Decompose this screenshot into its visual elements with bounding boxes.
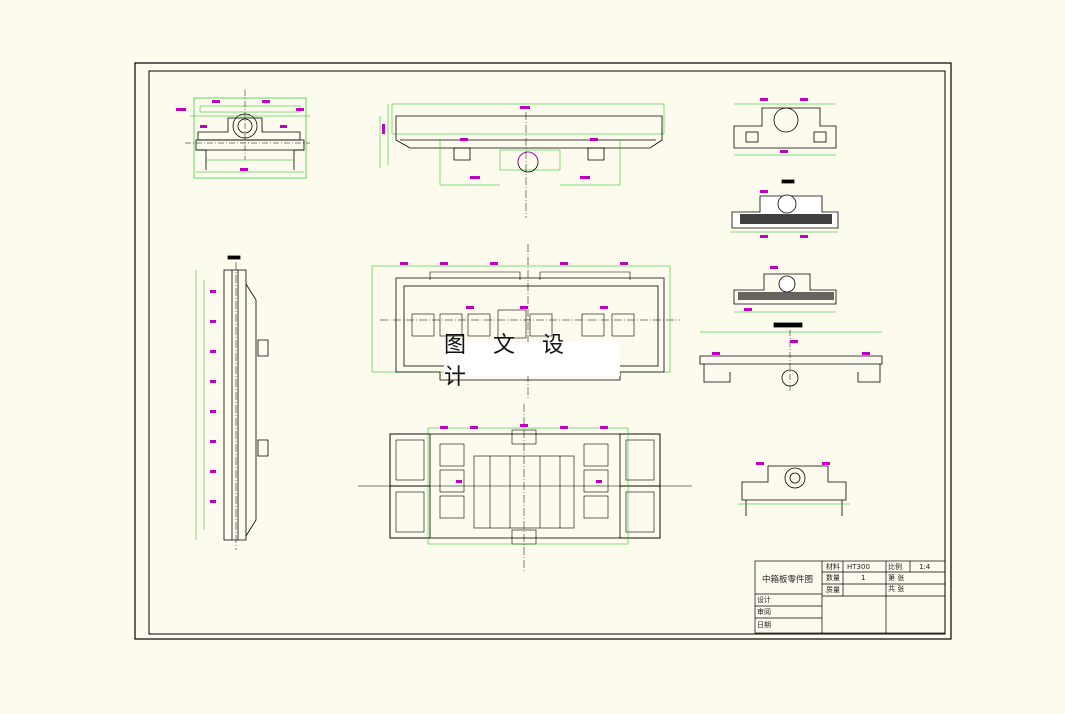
title-block: 中箱板零件图 材料 HT300 比例 1:4 数量 1 第 张 质量 共 张 设… — [755, 561, 945, 633]
view-end-top-left — [176, 90, 310, 179]
inner-border — [148, 70, 946, 635]
section-view-5 — [738, 462, 850, 516]
title-block-grid — [754, 560, 946, 634]
reviewer-label: 审阅 — [757, 608, 771, 616]
section-view-1 — [733, 98, 837, 156]
view-side-left — [195, 255, 269, 550]
quantity-value: 1 — [861, 574, 866, 582]
material-label: 材料 — [826, 563, 840, 571]
drawing-name: 中箱板零件图 — [762, 575, 814, 585]
section-view-4 — [699, 322, 883, 392]
date-label: 日期 — [757, 621, 771, 629]
weight-label: 质量 — [826, 586, 840, 594]
section-view-3 — [733, 266, 837, 313]
sheet-number: 第 张 — [888, 574, 905, 582]
view-plan-middle — [371, 244, 680, 400]
quantity-label: 数量 — [826, 574, 840, 582]
section-view-2 — [730, 179, 839, 238]
material-value: HT300 — [847, 563, 870, 571]
view-front-top — [379, 103, 665, 218]
scale-value: 1:4 — [919, 563, 931, 571]
scale-label: 比例 — [888, 563, 902, 571]
outer-border — [134, 62, 952, 640]
view-plan-bottom — [358, 404, 692, 572]
designer-label: 设计 — [757, 596, 771, 604]
watermark: 图 文 设 计 — [444, 333, 620, 390]
sheet-total: 共 张 — [888, 585, 905, 593]
